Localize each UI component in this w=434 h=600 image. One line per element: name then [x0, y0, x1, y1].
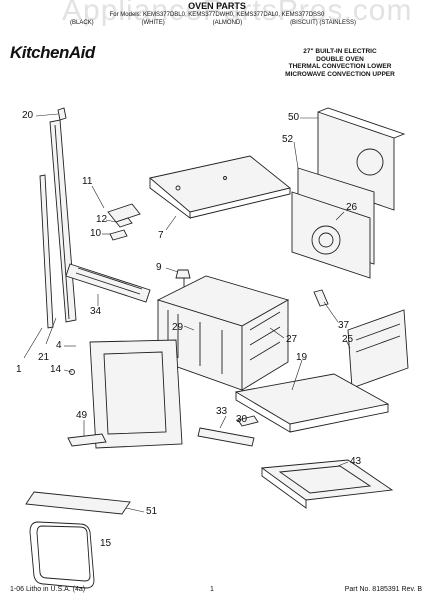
callout-15: 15: [100, 538, 112, 549]
models-line: For Models: KEMS377DBL0, KEMS377DWH0, KE…: [109, 12, 325, 18]
callout-29: 29: [172, 322, 184, 333]
part-9-sensor[interactable]: [175, 269, 191, 279]
color-almond: (ALMOND): [212, 20, 243, 26]
kitchenaid-logo: KitchenAid: [10, 43, 95, 62]
callout-7: 7: [158, 230, 164, 241]
color-black: (BLACK): [70, 20, 94, 26]
callout-21: 21: [38, 352, 50, 363]
part-15-door-gasket[interactable]: [29, 521, 95, 589]
callout-19: 19: [296, 352, 308, 363]
desc-line-2: DOUBLE OVEN: [316, 55, 364, 63]
part-49-vent[interactable]: [67, 433, 107, 447]
color-biscuit-stainless: (BISCUIT) (STAINLESS): [290, 20, 356, 26]
callout-9: 9: [156, 262, 162, 273]
part-51-door-trim[interactable]: [25, 491, 131, 515]
color-white: (WHITE): [141, 20, 165, 26]
callout-27: 27: [286, 334, 298, 345]
desc-line-1: 27" BUILT-IN ELECTRIC: [303, 48, 377, 55]
part-10-latch[interactable]: [109, 229, 128, 241]
model-colors: (BLACK) (WHITE) (ALMOND) (BISCUIT) (STAI…: [0, 20, 434, 27]
callout-33: 33: [216, 406, 228, 417]
callout-14: 14: [50, 364, 62, 375]
part-33-bracket[interactable]: [197, 427, 255, 447]
callout-50: 50: [288, 112, 300, 123]
callout-11: 11: [82, 176, 93, 187]
part-1-side-trim[interactable]: [39, 174, 54, 329]
part-12-switch[interactable]: [115, 217, 133, 228]
part-43-bottom-pan[interactable]: [260, 459, 394, 501]
callout-1: 1: [16, 364, 22, 375]
desc-line-3: THERMAL CONVECTION LOWER: [288, 63, 392, 70]
callout-43: 43: [350, 456, 362, 467]
callout-30: 30: [236, 414, 248, 425]
part-14-door-frame[interactable]: [89, 339, 183, 449]
callout-52: 52: [282, 134, 294, 145]
watermark: AppliancePartsPros.com: [62, 0, 413, 27]
product-description: 27" BUILT-IN ELECTRIC DOUBLE OVEN THERMA…: [255, 48, 425, 78]
page-header: OVEN PARTS For Models: KEMS377DBL0, KEMS…: [0, 2, 434, 27]
footer-page-number: 1: [210, 586, 214, 593]
footer-part-number: Part No. 8185391 Rev. B: [344, 586, 422, 593]
callout-49: 49: [76, 410, 88, 421]
desc-line-4: MICROWAVE CONVECTION UPPER: [285, 70, 395, 78]
callout-34: 34: [90, 306, 102, 317]
page-title: OVEN PARTS: [188, 1, 246, 11]
part-30-clip[interactable]: [237, 415, 259, 427]
part-25-side-panel[interactable]: [347, 309, 409, 389]
footer-litho: 1-06 Litho in U.S.A. (4a): [10, 586, 86, 593]
callout-10: 10: [90, 228, 102, 239]
callout-37: 37: [338, 320, 350, 331]
callout-4: 4: [56, 340, 62, 351]
part-21-vertical-trim[interactable]: [49, 119, 77, 323]
callout-12: 12: [96, 214, 108, 225]
part-11-bracket[interactable]: [107, 203, 141, 223]
callout-25: 25: [342, 334, 354, 345]
part-34-control-panel[interactable]: [65, 263, 151, 303]
callout-20: 20: [22, 110, 34, 121]
callout-51: 51: [146, 506, 158, 517]
part-20-clip[interactable]: [57, 107, 67, 121]
part-37-element[interactable]: [313, 289, 329, 307]
callout-26: 26: [346, 202, 358, 213]
